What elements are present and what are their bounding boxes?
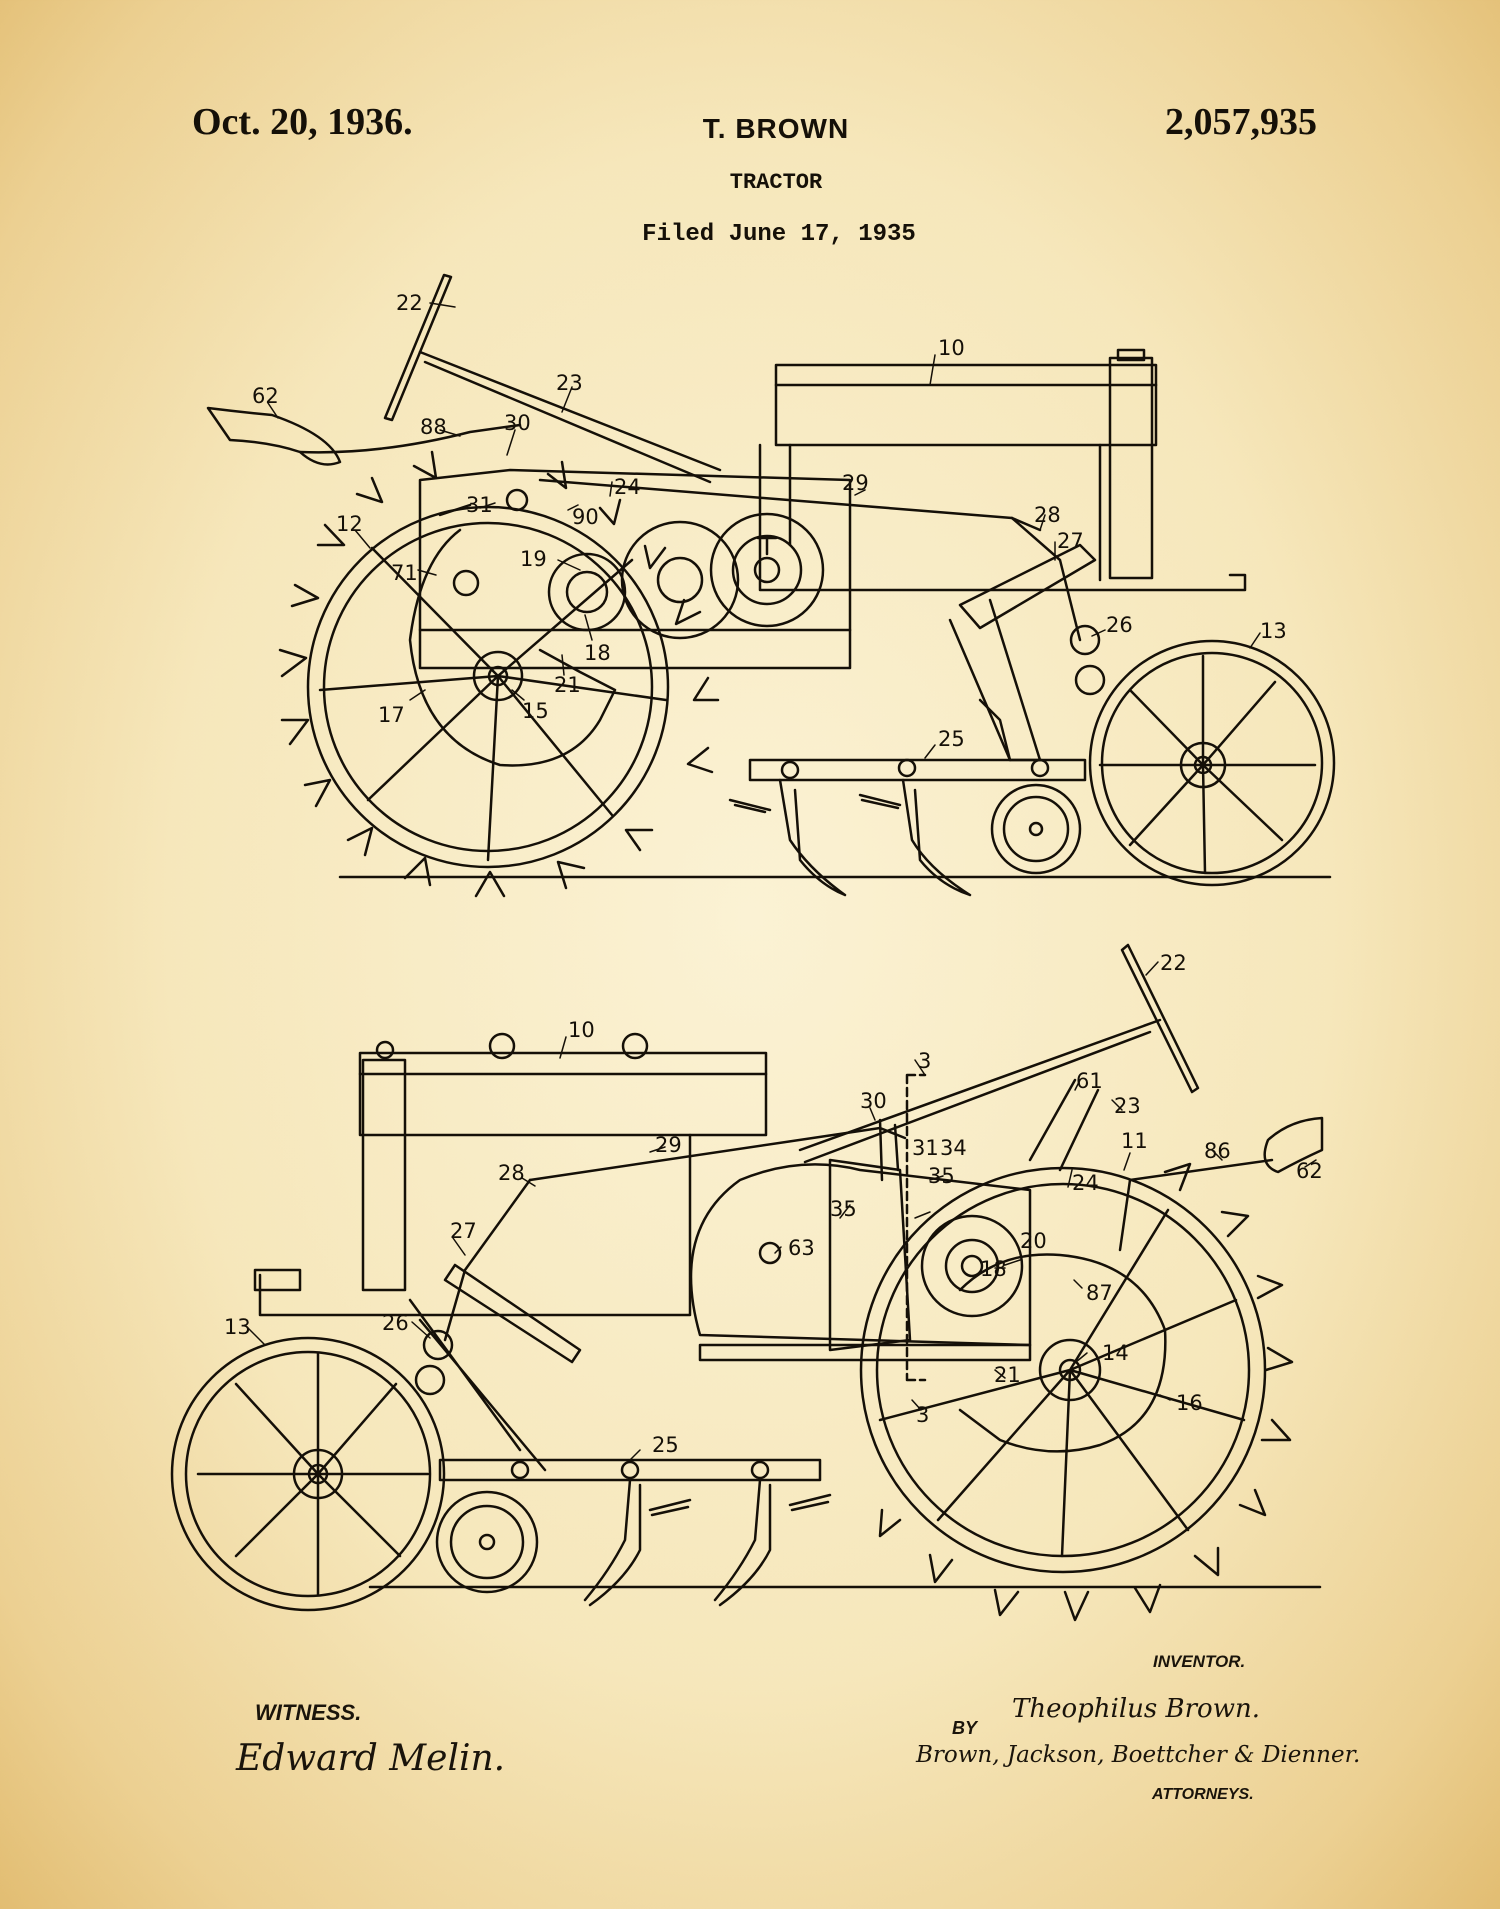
fig2-transmission [689,1158,1032,1362]
leader-lines [244,302,1317,1461]
witness-label: WITNESS. [255,1700,362,1725]
fig1-front-linkage [538,478,1106,762]
fig2-label-18: 18 [980,1257,1007,1281]
fig2-cultivator [438,1458,832,1607]
fig1-label-17: 17 [378,703,405,727]
fig1-label-10: 10 [938,336,965,360]
attorneys-label: ATTORNEYS. [1152,1786,1254,1803]
fig2-hood [253,1032,768,1317]
fig2-section-line [905,1073,927,1382]
fig2-rear-wheel [859,1162,1294,1622]
fig2-label-35-lower: 35 [830,1197,857,1221]
patent-number: 2,057,935 [1165,101,1317,143]
fig1-front-wheel [1088,639,1336,887]
fig1-label-26: 26 [1106,613,1133,637]
fig2-label-28: 28 [498,1161,525,1185]
fig2-gauge-wheel [435,1490,539,1594]
fig1-label-27: 27 [1057,529,1084,553]
fig2-label-26: 26 [382,1311,409,1335]
fig1-label-71: 71 [391,561,418,585]
witness-signature: Edward Melin. [236,1738,506,1779]
fig2-seat [1128,1116,1324,1182]
fig2-label-86: 86 [1204,1139,1231,1163]
patent-date: Oct. 20, 1936. [192,101,413,143]
fig1-label-28: 28 [1034,503,1061,527]
fig2-label-13: 13 [224,1315,251,1339]
fig1-label-25: 25 [938,727,965,751]
inventor-signature: Theophilus Brown. [1012,1694,1260,1724]
fig2-label-16: 16 [1176,1391,1203,1415]
fig1-label-22: 22 [396,291,423,315]
fig1-label-24: 24 [614,475,641,499]
fig2-label-20: 20 [1020,1229,1047,1253]
fig2-label-63: 63 [788,1236,815,1260]
filed-date: Filed June 17, 1935 [642,221,916,248]
patent-title: TRACTOR [729,170,823,195]
fig2-label-23: 23 [1114,1094,1141,1118]
fig2-label-24: 24 [1072,1171,1099,1195]
fig1-label-13: 13 [1260,619,1287,643]
fig2-front-wheel [170,1336,446,1612]
fig2-label-27: 27 [450,1219,477,1243]
fig2-label-21: 21 [994,1363,1021,1387]
fig2-label-29: 29 [655,1133,682,1157]
fig2-label-61: 61 [1076,1069,1103,1093]
fig2-label-25: 25 [652,1433,679,1457]
fig2-label-30: 30 [860,1089,887,1113]
fig1-transmission [418,468,852,670]
fig1-label-31: 31 [466,493,493,517]
fig1-rear-wheel [278,450,720,898]
figure-1-side-view [206,273,1336,898]
fig1-label-23: 23 [556,371,583,395]
fig1-cultivator [728,758,1087,897]
fig1-label-19: 19 [520,547,547,571]
fig2-label-34: 34 [940,1136,967,1160]
fig1-label-62: 62 [252,384,279,408]
fig2-steering [798,943,1200,1164]
fig2-label-10: 10 [568,1018,595,1042]
fig2-label-22: 22 [1160,951,1187,975]
fig1-label-29: 29 [842,471,869,495]
reference-numerals: 22 62 88 30 23 10 29 24 31 90 12 71 19 1… [224,291,1323,1457]
fig1-label-90: 90 [572,505,599,529]
fig2-label-11: 11 [1121,1129,1148,1153]
fig1-label-15: 15 [522,699,549,723]
by-label: BY [952,1718,978,1738]
inventor-name: T. BROWN [702,113,850,144]
inventor-label: INVENTOR. [1153,1652,1246,1671]
fig2-label-31: 31 [912,1136,939,1160]
fig2-label-14: 14 [1102,1341,1129,1365]
fig1-label-21: 21 [554,673,581,697]
fig2-label-62: 62 [1296,1159,1323,1183]
fig1-label-12: 12 [336,512,363,536]
fig1-seat [206,406,522,466]
fig2-label-3-bottom: 3 [916,1403,929,1427]
fig1-label-88: 88 [420,415,447,439]
fig2-label-3-top: 3 [918,1049,931,1073]
fig1-steering [383,273,722,484]
fig1-hood [758,348,1247,592]
fig2-label-87: 87 [1086,1281,1113,1305]
fig2-label-35-upper: 35 [928,1164,955,1188]
figure-2-side-view [170,943,1324,1622]
attorneys-signature: Brown, Jackson, Boettcher & Dienner. [916,1742,1361,1768]
fig1-label-18: 18 [584,641,611,665]
fig1-gauge-wheel [990,783,1082,875]
fig2-linkage [408,1078,1132,1472]
fig1-label-30: 30 [504,411,531,435]
